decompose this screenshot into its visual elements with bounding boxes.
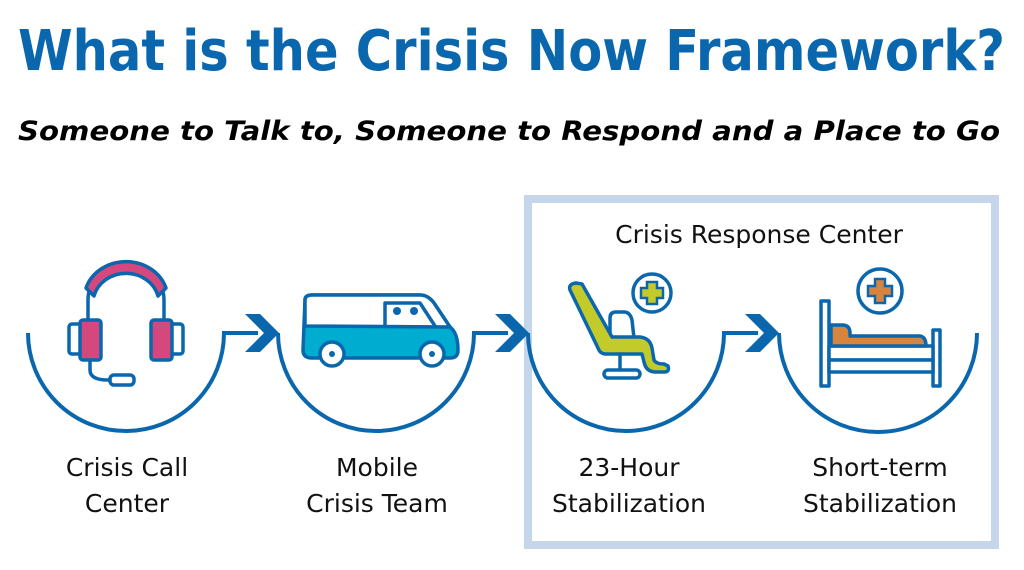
step-3-label: 23-Hour Stabilization bbox=[552, 453, 706, 518]
flow-connectors bbox=[26, 314, 979, 434]
step-1-label-line2: Center bbox=[85, 489, 170, 518]
step-2-label: Mobile Crisis Team bbox=[306, 453, 448, 518]
crisis-response-center-box bbox=[524, 195, 999, 549]
page-subtitle: Someone to Talk to, Someone to Respond a… bbox=[18, 116, 1000, 147]
van-icon bbox=[301, 293, 460, 368]
step-3-label-line1: 23-Hour bbox=[578, 453, 680, 482]
arrow-right-icon bbox=[495, 314, 529, 352]
hospital-bed-icon bbox=[819, 267, 942, 388]
arrow-right-icon bbox=[745, 314, 779, 352]
step-3-label-line2: Stabilization bbox=[552, 489, 706, 518]
headset-icon bbox=[67, 259, 185, 387]
step-4-label-line1: Short-term bbox=[812, 453, 948, 482]
arrow-right-icon bbox=[245, 314, 279, 352]
step-4-label: Short-term Stabilization bbox=[803, 453, 957, 518]
arc-step-3 bbox=[526, 331, 758, 433]
step-1-label: Crisis Call Center bbox=[66, 453, 188, 518]
step-2-label-line1: Mobile bbox=[336, 453, 418, 482]
recliner-chair-icon bbox=[567, 272, 673, 380]
step-4-label-line2: Stabilization bbox=[803, 489, 957, 518]
group-label: Crisis Response Center bbox=[615, 220, 904, 249]
arc-step-2 bbox=[276, 331, 508, 433]
step-1-label-line1: Crisis Call bbox=[66, 453, 188, 482]
arc-step-1 bbox=[26, 331, 258, 433]
step-2-label-line2: Crisis Team bbox=[306, 489, 448, 518]
page-title: What is the Crisis Now Framework? bbox=[18, 19, 1005, 84]
arc-step-4 bbox=[777, 332, 979, 434]
